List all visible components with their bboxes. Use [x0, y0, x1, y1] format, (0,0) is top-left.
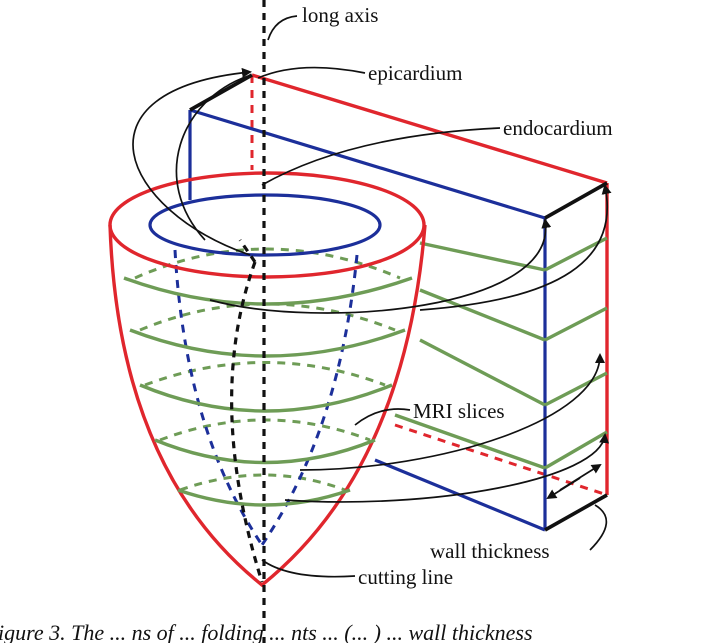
label-epicardium: epicardium — [368, 61, 462, 85]
slice-front-3 — [139, 383, 393, 413]
box-slice-3 — [419, 338, 546, 407]
slice-back-2 — [139, 302, 396, 332]
leader-lines — [257, 15, 608, 578]
top-left-thickness-edge — [189, 73, 253, 112]
leader-mri-slices — [354, 408, 411, 426]
cutting-line-top — [238, 239, 257, 263]
epicardium-bottom-dashed — [394, 423, 608, 497]
box-slice-1 — [419, 241, 546, 272]
top-right-thickness-edge — [544, 181, 608, 220]
label-cutting-line: cutting line — [358, 565, 453, 589]
epicardium-rim — [108, 171, 426, 279]
slice-front-2 — [129, 328, 406, 358]
slice-back-5 — [179, 473, 346, 492]
arrow-slice-mid — [299, 353, 605, 471]
box-slice-2-side — [544, 306, 608, 342]
heart-model — [108, 0, 427, 643]
label-long-axis: long axis — [302, 3, 378, 27]
arrow-slice-top — [209, 218, 552, 314]
cutting-line-curve — [230, 261, 264, 583]
box-slice-1-side — [544, 236, 608, 272]
box-slice-4-side — [544, 430, 608, 470]
leader-long-axis — [267, 15, 298, 41]
epicardium-profile — [108, 224, 427, 588]
slice-front-4 — [154, 438, 376, 465]
figure-caption-fragment: igure 3. The ... ns of ... folding ... n… — [0, 620, 533, 643]
arrow-right-edge — [419, 184, 612, 311]
arrow-epicardium-fold — [132, 67, 252, 256]
slice-front-5 — [177, 488, 351, 507]
bottom-right-thickness-edge — [544, 493, 608, 532]
slice-back-3 — [144, 361, 386, 387]
box-slice-3-side — [544, 371, 608, 407]
box-slice-4 — [394, 413, 546, 470]
endocardium-top-edge — [189, 108, 546, 220]
endocardium-profile-right — [260, 254, 359, 546]
leader-wall-thickness — [589, 504, 608, 551]
epicardium-top-edge — [251, 73, 608, 185]
box-slice-lines — [394, 236, 608, 470]
unfolded-wall-box — [188, 73, 609, 532]
arrow-endocardium-fold — [175, 75, 249, 241]
label-mri-slices: MRI slices — [413, 399, 505, 423]
arrow-thickness-b — [546, 477, 581, 500]
label-endocardium: endocardium — [503, 116, 613, 140]
leader-epicardium — [257, 66, 366, 79]
leader-endocardium — [261, 127, 501, 186]
unfolding-arrows — [132, 67, 612, 503]
label-wall-thickness: wall thickness — [430, 539, 550, 563]
leader-cutting-line — [261, 559, 356, 578]
box-slice-2 — [419, 288, 546, 342]
slice-front-1 — [123, 276, 413, 306]
arrow-slice-low — [284, 433, 610, 503]
